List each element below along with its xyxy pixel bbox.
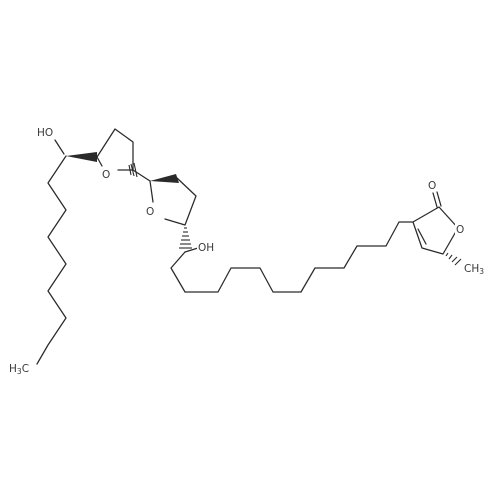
hash-left-ring-3: [133, 162, 138, 178]
middle-ring-bond-o: [149, 180, 154, 203]
left-ring-bonds: [96, 128, 134, 171]
label-lactone-methyl-ch: CH: [464, 263, 479, 275]
middle-carbinol: [179, 227, 199, 253]
ring-link: [128, 162, 151, 182]
hash-lac-2: [448, 254, 453, 260]
hash-lac-3: [451, 256, 458, 263]
label-lactone-ring-oxygen: O: [456, 224, 464, 236]
left-ring-bond-o: [96, 156, 103, 167]
label-terminal-methyl: H3C: [9, 363, 29, 376]
hash-left-ring-1: [128, 164, 132, 176]
label-carbonyl-oxygen: O: [428, 180, 436, 192]
left-carbinol: [54, 139, 97, 162]
wedge-left-carbinol: [66, 152, 97, 162]
lactone-double-bond: [417, 228, 427, 245]
middle-ring-bonds: [164, 177, 197, 226]
butenolide-ring: [412, 191, 462, 266]
atom-labels: HO O O OH O O H3C CH3: [8, 125, 489, 376]
label-ring-oxygen-middle: O: [146, 206, 154, 218]
left-alkyl-chain: [36, 155, 67, 365]
hash-left-ring-2: [130, 163, 135, 177]
hash-lac-1: [445, 252, 449, 257]
label-hydroxyl-left: HO: [37, 127, 53, 139]
left-chain-bonds: [36, 155, 67, 365]
label-terminal-methyl-c: C: [22, 363, 29, 375]
label-terminal-methyl-sub: 3: [17, 367, 22, 376]
lactone-ring-bonds: [412, 206, 459, 255]
middle-thf-ring: [149, 174, 197, 226]
carbonyl-bond-2: [436, 191, 442, 207]
label-terminal-methyl-h: H: [9, 363, 17, 375]
hash-lac-4: [454, 258, 462, 266]
main-chain-bonds: [170, 221, 414, 293]
label-lactone-methyl: CH3: [464, 263, 484, 276]
label-lactone-methyl-sub: 3: [479, 267, 484, 276]
wedge-middle-ring: [150, 174, 179, 183]
label-ring-oxygen-left: O: [102, 169, 110, 181]
label-hydroxyl-middle: OH: [198, 242, 214, 254]
bond-carbinol-to-oh: [184, 247, 199, 253]
main-alkyl-chain: [170, 221, 414, 293]
carbonyl-bond-1: [432, 192, 438, 208]
bond-ho-carbon-left: [54, 139, 65, 155]
left-thf-ring: [96, 128, 134, 171]
